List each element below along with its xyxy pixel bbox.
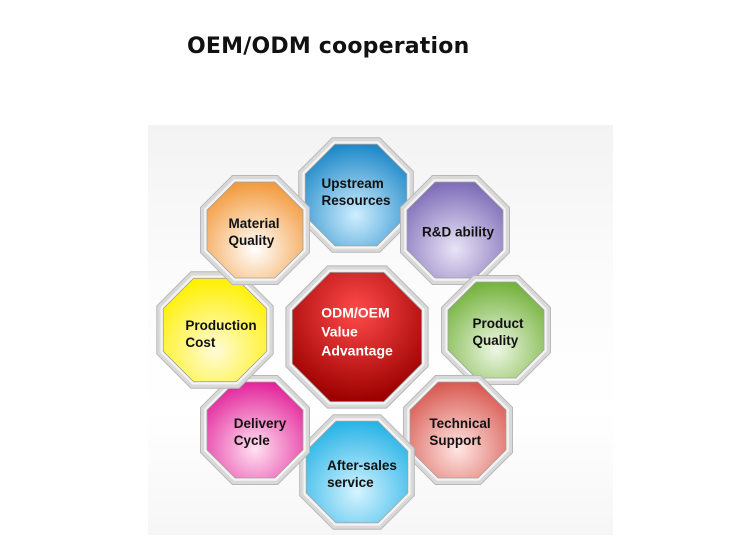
delivery-label: Delivery Cycle xyxy=(233,416,287,448)
delivery-octagon-face xyxy=(206,381,304,479)
upstream-label: Upstream Resources xyxy=(321,176,391,208)
material-octagon-face xyxy=(206,181,304,279)
product-quality-octagon-face xyxy=(447,281,545,379)
page-title: OEM/ODM cooperation xyxy=(187,34,470,59)
center-octagon-face xyxy=(291,271,423,403)
production-cost-label: Production Cost xyxy=(185,318,257,350)
after-sales-octagon xyxy=(299,414,415,530)
product-quality-label: Product Quality xyxy=(472,316,524,348)
delivery-octagon xyxy=(200,375,310,485)
center-label: ODM/OEM Value Advantage xyxy=(321,304,393,359)
product-quality-octagon xyxy=(441,275,551,385)
material-label: Material Quality xyxy=(228,216,280,248)
production-cost-octagon xyxy=(156,271,274,389)
production-cost-octagon-face xyxy=(162,277,268,383)
technical-support-octagon xyxy=(403,375,513,485)
after-sales-label: After-sales service xyxy=(327,458,397,490)
rd-label: R&D ability xyxy=(421,224,495,240)
rd-octagon xyxy=(400,175,510,285)
rd-octagon-face xyxy=(406,181,504,279)
technical-support-octagon-face xyxy=(409,381,507,479)
center-octagon xyxy=(285,265,429,409)
upstream-octagon-face xyxy=(304,143,408,247)
material-octagon xyxy=(200,175,310,285)
technical-support-label: Technical Support xyxy=(429,416,491,448)
upstream-octagon xyxy=(298,137,414,253)
